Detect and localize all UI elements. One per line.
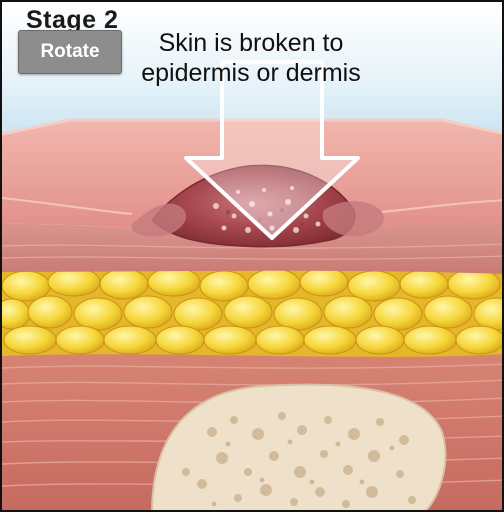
illustration-caption: Skin is broken to epidermis or dermis bbox=[126, 28, 376, 88]
caption-line-2: epidermis or dermis bbox=[141, 59, 361, 87]
stage-title: Stage 2 bbox=[26, 6, 119, 34]
pressure-arrow bbox=[184, 60, 360, 240]
bone-texture bbox=[182, 412, 416, 508]
rotate-button[interactable]: Rotate bbox=[18, 30, 122, 74]
fat-cells bbox=[2, 267, 502, 355]
caption-line-1: Skin is broken to bbox=[158, 29, 344, 57]
bone bbox=[151, 383, 447, 510]
